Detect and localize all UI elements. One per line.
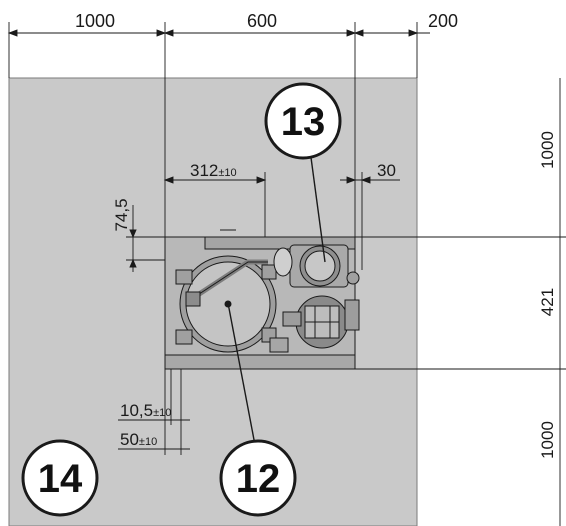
dim-right-top: 1000	[538, 131, 557, 169]
callout-13-leader	[309, 149, 326, 263]
callout-13-circle	[264, 82, 342, 160]
dim-right-bottom: 1000	[538, 421, 557, 459]
dim-74-5: 74,5	[112, 198, 131, 231]
top-dimension-chain	[7, 22, 430, 240]
callout-13-number: 13	[281, 100, 326, 144]
callout-14-number: 14	[38, 457, 83, 501]
lower-pump	[269, 295, 360, 353]
right-dimension-chain	[355, 78, 566, 526]
unit-top-view	[164, 229, 360, 370]
callout-14-circle	[21, 439, 99, 517]
dim-312: 312±10	[190, 161, 237, 180]
dim-312-lines	[163, 172, 267, 245]
dim-10-5: 10,5±10	[120, 401, 171, 420]
dim-top-left: 1000	[75, 11, 115, 31]
dim-right-middle: 421	[538, 288, 557, 316]
dim-top-middle: 600	[247, 11, 277, 31]
dim-50: 50±10	[120, 430, 157, 449]
callout-12-leader	[227, 302, 256, 446]
dim-30-lines	[340, 172, 400, 270]
dim-30: 30	[377, 161, 396, 180]
callout-12-number: 12	[236, 457, 281, 501]
dim-top-right: 200	[428, 11, 458, 31]
callout-12-circle	[219, 439, 297, 517]
upper-small-tank	[273, 244, 360, 288]
